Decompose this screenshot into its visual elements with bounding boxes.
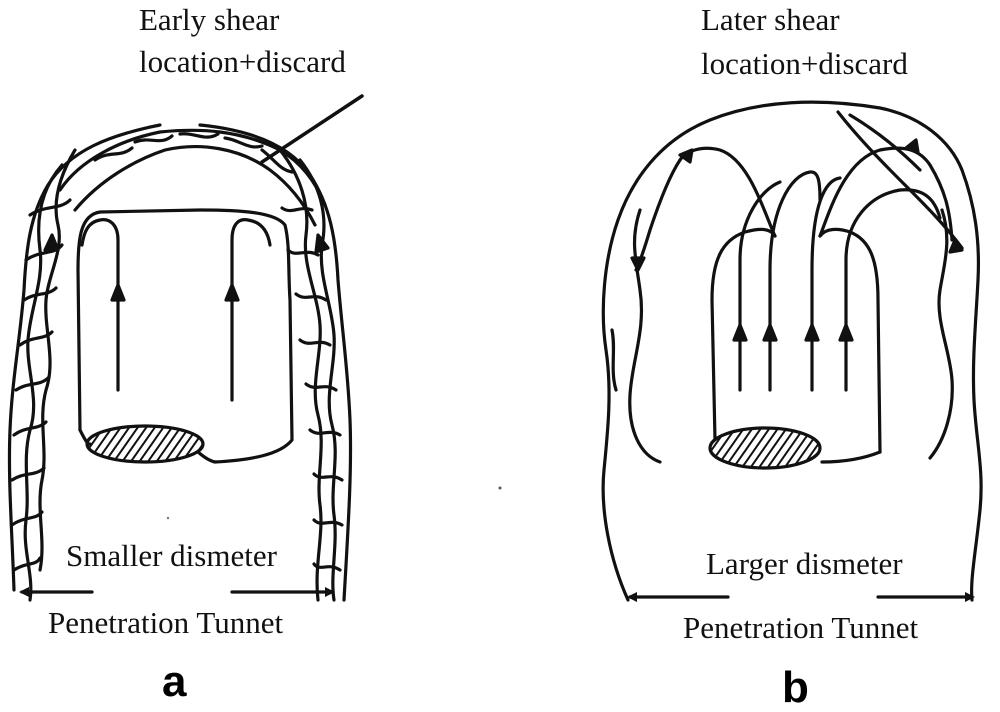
- panel-a-core: [87, 426, 203, 462]
- panel-b-drawing: [603, 102, 981, 602]
- panel-a-diameter-label: Smaller dismeter: [66, 538, 277, 573]
- panel-a-outer-wall-right: [200, 125, 351, 600]
- panel-b-top-label-line2: location+discard: [701, 46, 908, 81]
- panel-b-outer-wall: [603, 102, 981, 600]
- scan-speck: [498, 486, 502, 490]
- panel-b-letter: b: [782, 663, 809, 712]
- panel-a-letter: a: [162, 657, 187, 706]
- panel-b-diameter-label: Larger dismeter: [706, 546, 903, 581]
- panel-a-outer-wall-left: [9, 125, 160, 590]
- panel-a-tunnel-label: Penetration Tunnet: [48, 605, 284, 640]
- panel-a-cavity: [78, 210, 292, 462]
- panel-a-leader-line: [262, 96, 362, 162]
- panel-a-top-label-line1: Early shear: [139, 2, 280, 37]
- panel-b-top-label-line1: Later shear: [701, 2, 840, 37]
- panel-a-drawing: [9, 96, 362, 600]
- panel-b-core: [710, 428, 820, 468]
- panel-a-top-label-line2: location+discard: [139, 44, 346, 79]
- panel-b-tunnel-label: Penetration Tunnet: [683, 610, 919, 645]
- scan-speck: [166, 516, 170, 520]
